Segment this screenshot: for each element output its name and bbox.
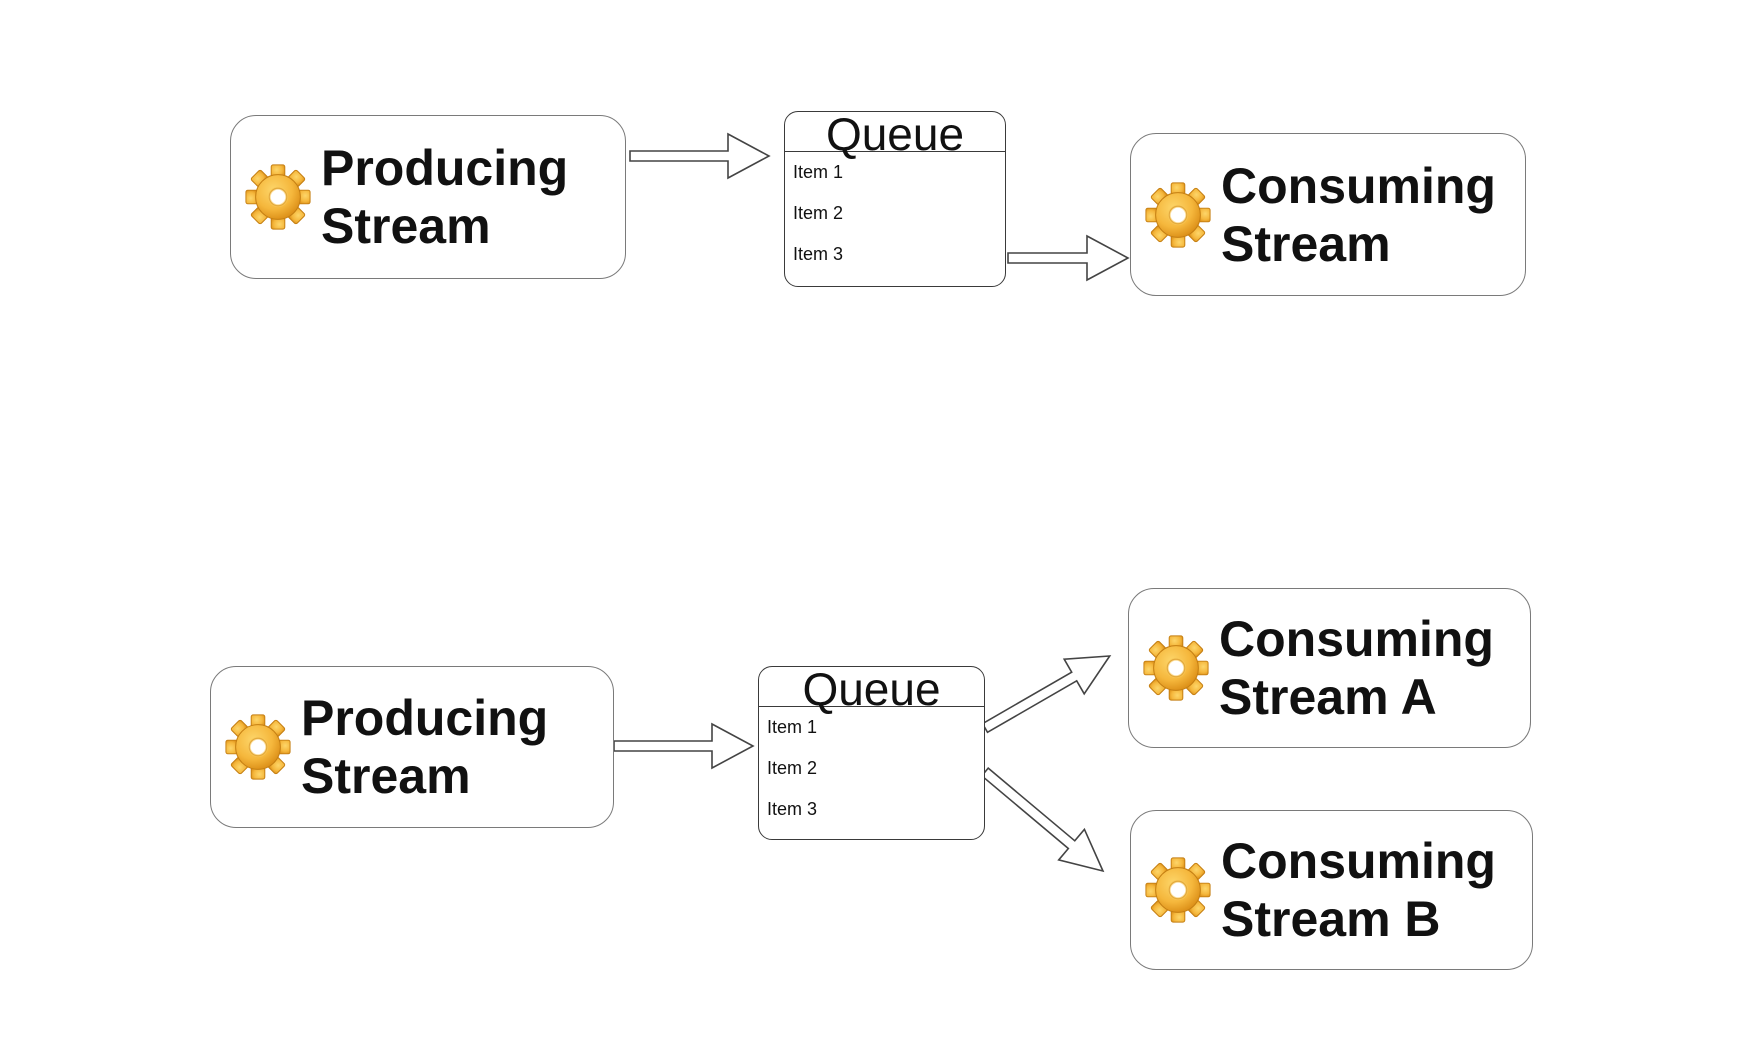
consumer-label: Consuming Stream B xyxy=(1221,832,1496,948)
producer-line1: Producing xyxy=(301,690,549,746)
producer-label: Producing Stream xyxy=(301,689,548,805)
arrow-producer-to-queue-1 xyxy=(629,132,771,180)
arrow-producer-to-queue-2 xyxy=(613,722,755,770)
queue-title: Queue xyxy=(785,112,1005,157)
arrow-queue-to-consumer-a xyxy=(981,655,1112,734)
arrow-queue-to-consumer-1 xyxy=(1007,234,1130,282)
arrow-queue-to-consumer-b xyxy=(980,767,1105,873)
consumer-line2: Stream xyxy=(1221,215,1391,272)
consumer-line2: Stream A xyxy=(1219,669,1437,725)
producer-label: Producing Stream xyxy=(321,139,568,255)
queue-items: Item 1 Item 2 Item 3 xyxy=(759,707,984,830)
consumer-label: Consuming Stream xyxy=(1221,157,1496,273)
queue-items: Item 1 Item 2 Item 3 xyxy=(785,152,1005,275)
queue-node-1: Queue Item 1 Item 2 Item 3 xyxy=(784,111,1006,287)
consumer-line1: Consuming xyxy=(1221,157,1496,214)
consumer-node-1: Consuming Stream xyxy=(1130,133,1526,296)
queue-item: Item 3 xyxy=(793,244,844,264)
consumer-node-a: Consuming Stream A xyxy=(1128,588,1531,748)
consumer-label: Consuming Stream A xyxy=(1219,610,1494,726)
producer-node-2: Producing Stream xyxy=(210,666,614,828)
consumer-line1: Consuming xyxy=(1219,611,1494,667)
consumer-node-b: Consuming Stream B xyxy=(1130,810,1533,970)
producer-line2: Stream xyxy=(321,198,491,254)
queue-item: Item 1 xyxy=(767,717,818,737)
gear-icon xyxy=(1144,180,1212,249)
gear-icon xyxy=(1142,634,1210,702)
producer-line2: Stream xyxy=(301,748,471,804)
queue-title: Queue xyxy=(759,667,984,712)
queue-item: Item 2 xyxy=(767,758,818,778)
queue-item: Item 1 xyxy=(793,162,844,182)
consumer-line2: Stream B xyxy=(1221,891,1441,947)
producer-line1: Producing xyxy=(321,140,569,196)
queue-item: Item 3 xyxy=(767,799,818,819)
queue-node-2: Queue Item 1 Item 2 Item 3 xyxy=(758,666,985,840)
producer-node-1: Producing Stream xyxy=(230,115,626,279)
consumer-line1: Consuming xyxy=(1221,833,1496,889)
queue-item: Item 2 xyxy=(793,203,844,223)
gear-icon xyxy=(244,163,312,231)
gear-icon xyxy=(1144,856,1212,924)
gear-icon xyxy=(224,713,292,781)
